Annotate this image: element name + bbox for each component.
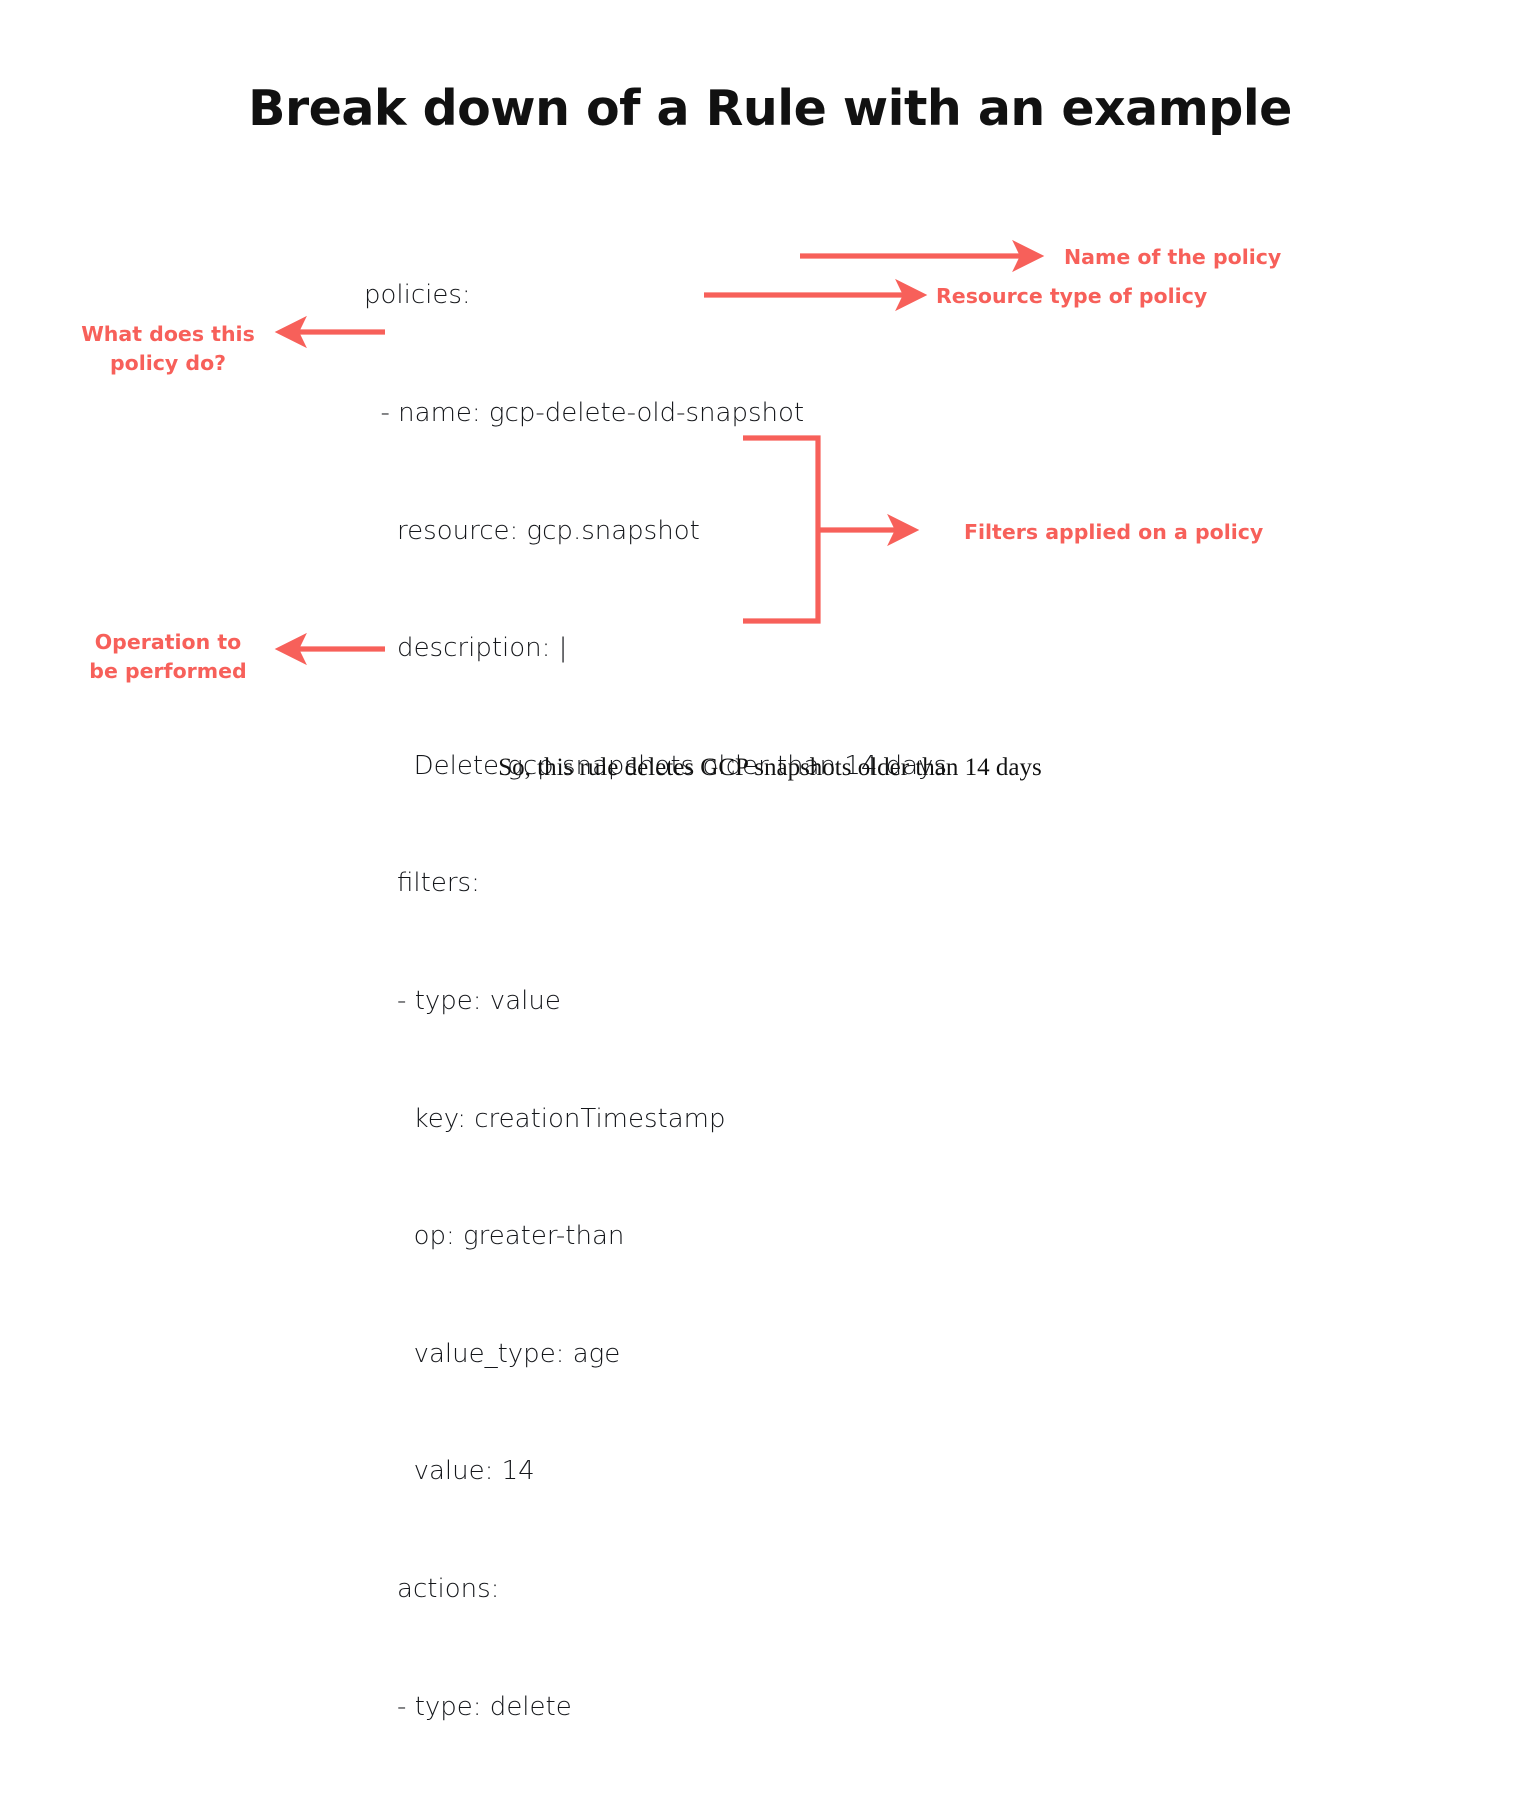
page-title: Break down of a Rule with an example — [248, 80, 1292, 137]
yaml-line-filters: filters: — [364, 868, 480, 899]
yaml-line-resource: resource: gcp.snapshot — [364, 515, 700, 546]
annotation-resource-type-of-policy: Resource type of policy — [936, 284, 1208, 308]
yaml-policy-block: policies: - name: gcp-delete-old-snapsho… — [364, 198, 947, 1805]
yaml-line-name: - name: gcp-delete-old-snapshot — [364, 398, 805, 428]
yaml-line-filter-key: key: creationTimestamp — [364, 1103, 726, 1134]
yaml-line-actions: actions: — [364, 1573, 500, 1604]
annotation-filters-applied-on-a-policy: Filters applied on a policy — [964, 520, 1264, 544]
yaml-line-description-text: Delete gcp snapshots older than 14 days — [364, 750, 947, 781]
yaml-line-description: description: | — [364, 633, 568, 664]
annotation-operation-to-be-performed: Operation to be performed — [89, 630, 247, 683]
yaml-line-filter-value-type: value_type: age — [364, 1338, 621, 1369]
summary-caption: So, this rule deletes GCP snapshots olde… — [498, 754, 1042, 781]
annotation-what-does-this-policy-do: What does this policy do? — [81, 322, 255, 375]
yaml-line-action-type: - type: delete — [364, 1691, 572, 1722]
yaml-line-policies: policies: — [364, 280, 471, 311]
yaml-line-filter-type: - type: value — [364, 985, 561, 1016]
yaml-line-filter-op: op: greater-than — [364, 1221, 625, 1252]
slide-canvas: Break down of a Rule with an example pol… — [81, 80, 1293, 1722]
annotation-name-of-the-policy: Name of the policy — [1064, 245, 1282, 269]
yaml-line-filter-value: value: 14 — [364, 1456, 535, 1487]
